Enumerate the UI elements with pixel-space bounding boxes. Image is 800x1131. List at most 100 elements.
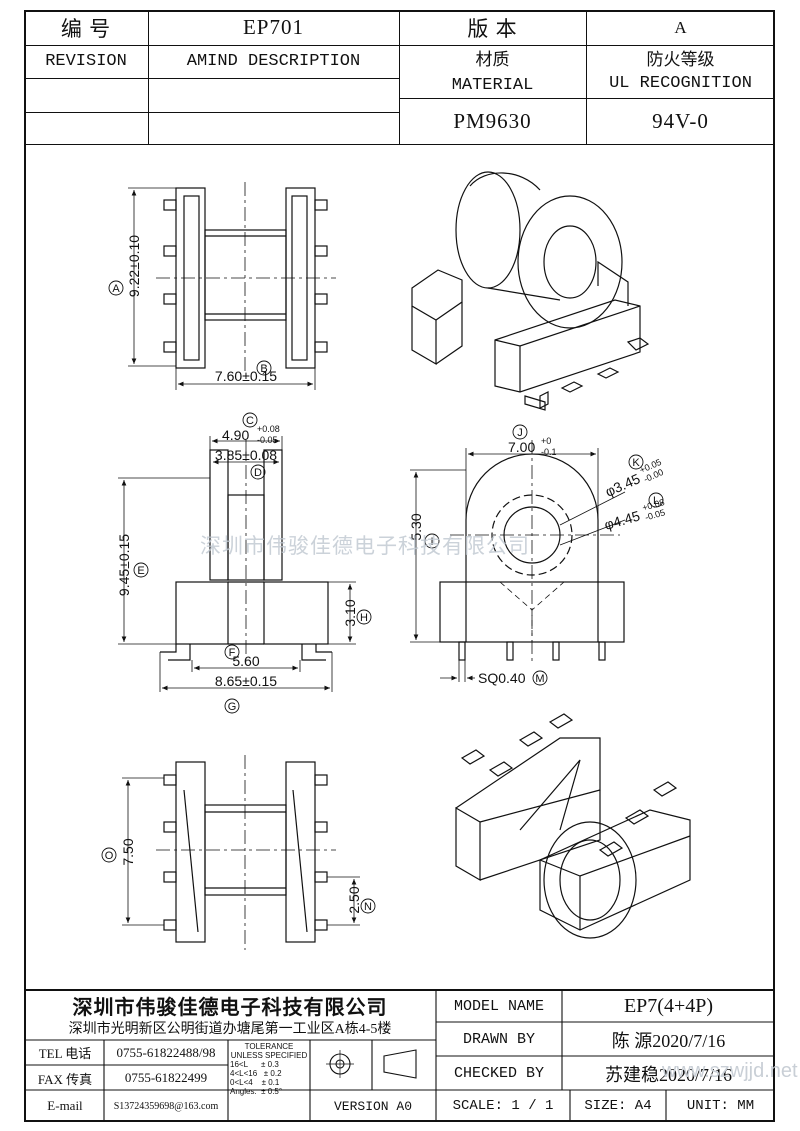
marker-c: C: [246, 415, 254, 427]
dim-e: 9.45±0.15: [116, 534, 132, 596]
version-a0: VERSION A0: [333, 1098, 412, 1114]
dim-c-tol-minus: -0.05: [257, 435, 278, 445]
bottom-view-pins: [163, 774, 328, 931]
fax-value: 0755-61822499: [124, 1070, 208, 1085]
marker-m: M: [535, 673, 544, 685]
dim-b: 7.60±0.15: [215, 368, 277, 384]
dim-c: 4.90: [222, 427, 249, 443]
marker-circle-c: [242, 412, 258, 428]
material-label-en: MATERIAL: [451, 75, 534, 95]
marker-group: A B C D E F G H I J K L M N O: [101, 280, 664, 914]
dim-j: 7.00: [508, 439, 535, 455]
marker-circle-h: [356, 609, 372, 625]
dim-d: 3.85±0.08: [215, 447, 277, 463]
dim-n: 2.50: [346, 886, 362, 913]
tolerance-row: Angles: ± 0.5°: [230, 1087, 283, 1096]
marker-d: D: [254, 467, 262, 479]
dim-f: 5.60: [232, 653, 259, 669]
marker-circle-e: [133, 562, 149, 578]
marker-i: I: [430, 536, 433, 548]
isometric-view-2: [455, 713, 691, 939]
amend-description-label: AMIND DESCRIPTION: [186, 52, 361, 71]
checked-by-value: 苏建稳2020/7/16: [604, 1064, 732, 1085]
ul-label-en: UL RECOGNITION: [609, 73, 752, 93]
tolerance-row: 4<L<16 ± 0.2: [230, 1069, 282, 1078]
side-view-pins: [458, 641, 606, 661]
marker-j: J: [517, 427, 523, 439]
tolerance-row: 16<L ± 0.3: [230, 1060, 279, 1069]
marker-circle-n: [360, 898, 376, 914]
company-name: 深圳市伟骏佳德电子科技有限公司: [72, 996, 388, 1019]
model-name-value: EP7(4+4P): [623, 995, 714, 1017]
dim-h: 3.10: [342, 599, 358, 626]
tolerance-row: 0<L<4 ± 0.1: [230, 1078, 280, 1087]
marker-circle-l: [648, 492, 664, 508]
dim-i: 5.30: [408, 513, 424, 540]
fax-label: FAX 传真: [37, 1071, 93, 1087]
title-block-lines: [24, 989, 775, 1122]
marker-n: N: [364, 901, 372, 913]
dim-m: SQ0.40: [478, 670, 526, 686]
material-label-cn: 材质: [475, 49, 510, 69]
dim-l: φ4.45: [602, 507, 642, 532]
marker-o: O: [105, 850, 114, 862]
size-label: SIZE: A4: [584, 1098, 652, 1114]
marker-circle-k: [628, 454, 644, 470]
company-address: 深圳市光明新区公明街道办塘尾第一工业区A栋4-5楼: [68, 1022, 392, 1037]
front-view: [118, 436, 356, 692]
unit-label: UNIT: MM: [686, 1098, 755, 1114]
marker-circle-i: [424, 533, 440, 549]
version-value: A: [674, 17, 687, 37]
marker-k: K: [632, 457, 640, 469]
dim-o: 7.50: [120, 838, 136, 865]
marker-a: A: [112, 283, 120, 295]
dim-j-tol-plus: +0: [541, 436, 551, 446]
top-view: [128, 182, 336, 390]
dim-c-tol-plus: +0.08: [257, 424, 280, 434]
marker-circle-a: [108, 280, 124, 296]
isometric-view-1: [411, 171, 650, 411]
side-view: [410, 440, 626, 682]
marker-g: G: [228, 701, 237, 713]
iso-pins: [460, 713, 678, 857]
drawn-by-label: DRAWN BY: [462, 1031, 535, 1048]
marker-circle-g: [224, 698, 240, 714]
marker-h: H: [360, 612, 368, 624]
no-label: 编 号: [60, 16, 112, 41]
ul-rating-value: 94V-0: [652, 108, 709, 133]
material-value: PM9630: [453, 108, 532, 133]
revision-label: REVISION: [45, 52, 127, 71]
dim-a: 9.22±0.10: [126, 235, 142, 297]
dim-j-tol-minus: -0.1: [541, 447, 557, 457]
marker-e: E: [137, 565, 144, 577]
drawn-by-value: 陈 源2020/7/16: [611, 1030, 726, 1051]
bottom-view: [122, 755, 360, 950]
scale-label: SCALE: 1 / 1: [452, 1098, 554, 1114]
tel-label: TEL 电话: [38, 1046, 92, 1061]
version-label: 版 本: [467, 16, 518, 41]
ul-label-cn: 防火等级: [646, 49, 715, 69]
email-label: E-mail: [47, 1098, 83, 1113]
model-name-label: MODEL NAME: [453, 998, 544, 1015]
marker-circle-b: [256, 360, 272, 376]
marker-circle-f: [224, 644, 240, 660]
dim-k: φ3.45: [603, 470, 643, 499]
site-watermark: www.szwjjd.net: [662, 1060, 798, 1082]
part-number: EP701: [242, 15, 304, 39]
watermark: 深圳市伟骏佳德电子科技有限公司: [200, 534, 530, 558]
marker-circle-d: [250, 464, 266, 480]
marker-f: F: [229, 647, 236, 659]
top-view-pins: [163, 199, 328, 353]
tolerance-table: TOLERANCE UNLESS SPECIFIED 16<L ± 0.3 4<…: [230, 1042, 308, 1096]
tolerance-title: TOLERANCE UNLESS SPECIFIED: [230, 1042, 308, 1060]
checked-by-label: CHECKED BY: [453, 1065, 544, 1082]
marker-circle-o: [101, 847, 117, 863]
marker-b: B: [260, 363, 267, 375]
marker-circle-j: [512, 424, 528, 440]
marker-l: L: [653, 495, 659, 507]
tel-value: 0755-61822488/98: [116, 1044, 216, 1060]
dim-g: 8.65±0.15: [215, 673, 277, 689]
marker-circle-m: [532, 670, 548, 686]
email-value: S13724359698@163.com: [113, 1100, 219, 1112]
